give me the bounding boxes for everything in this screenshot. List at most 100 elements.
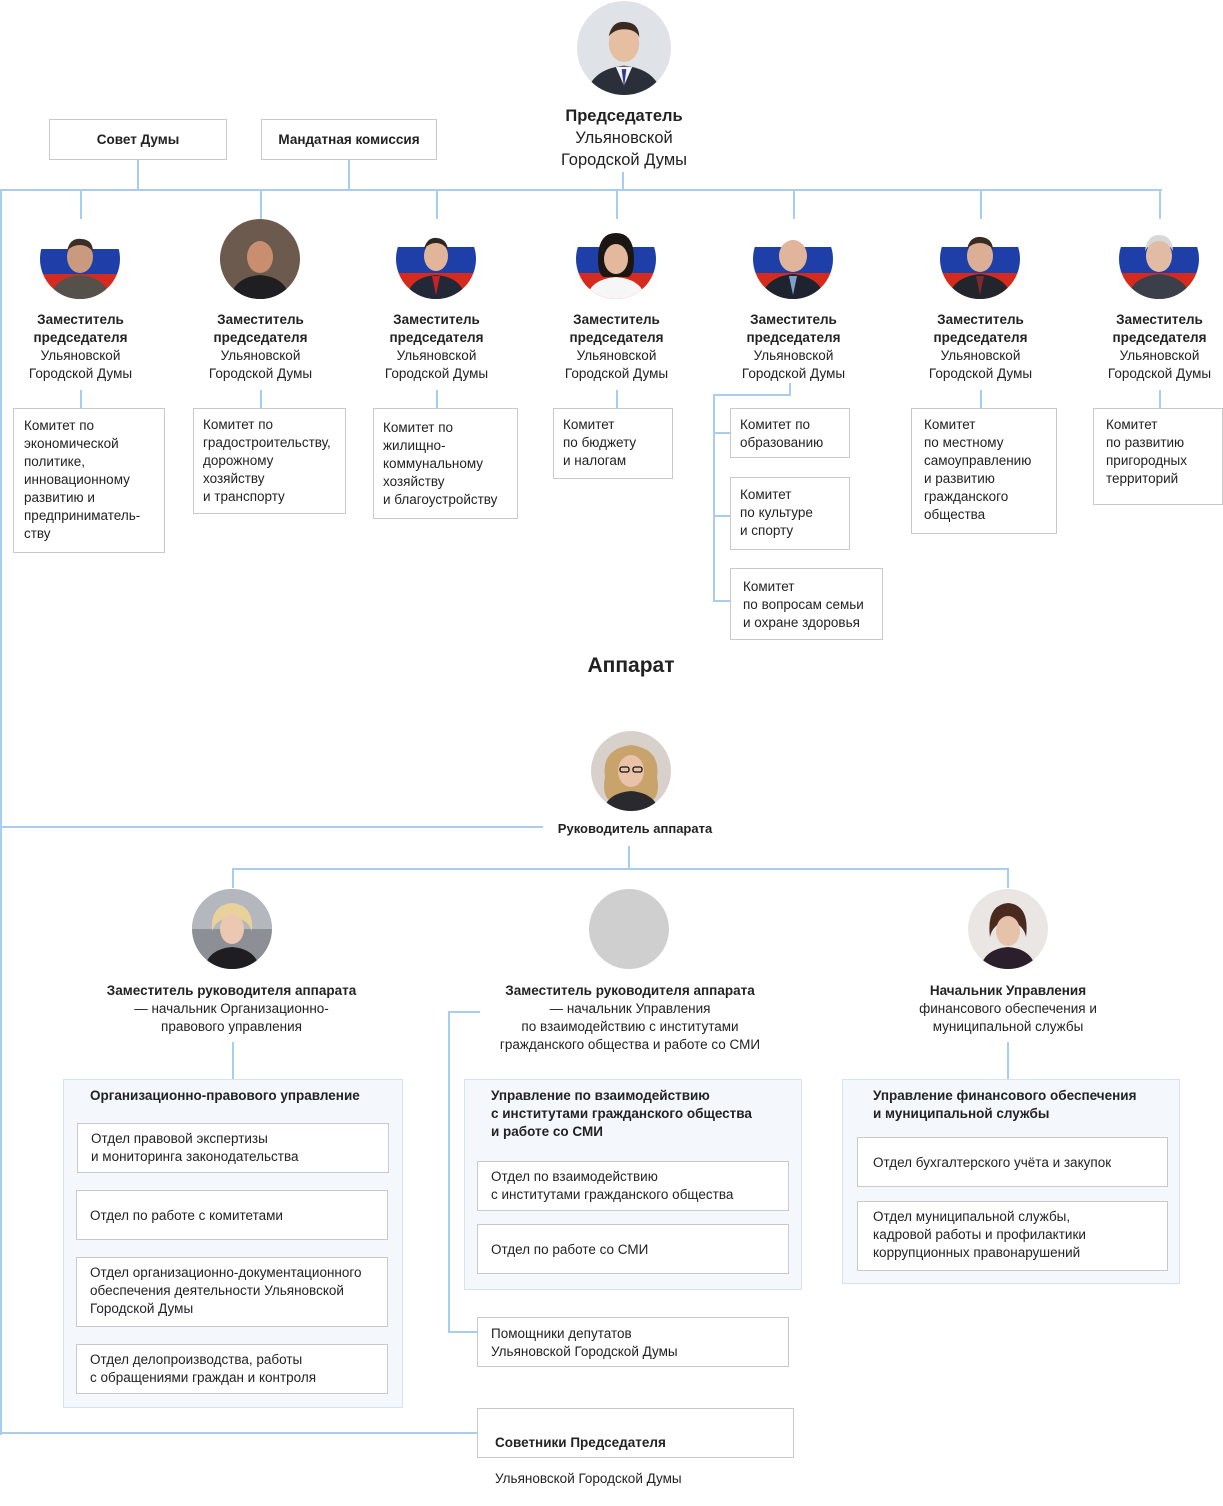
connector-dep5-h: [713, 394, 791, 396]
connector-dep5-b2: [713, 515, 730, 517]
branch-3-subtitle: финансового обеспечения и муниципальной …: [919, 1001, 1097, 1034]
branch-3-title: Начальник Управления: [929, 983, 1087, 998]
deputy-6-photo: [940, 219, 1020, 299]
deputy-3-photo: [396, 219, 476, 299]
connector-branch2-assistants: [448, 1331, 477, 1333]
deputy-3-label: Заместитель председателя Ульяновской Гор…: [366, 311, 507, 383]
deputy-6-subtitle: Ульяновской Городской Думы: [928, 348, 1033, 381]
deputy-4-subtitle: Ульяновской Городской Думы: [564, 348, 669, 381]
deputy-7-photo: [1119, 219, 1199, 299]
dept-documentation[interactable]: Отдел организационно-документационного о…: [76, 1257, 388, 1327]
connector-council: [137, 160, 139, 190]
committee-education[interactable]: Комитет по образованию: [730, 408, 850, 458]
deputy-2-title: Заместитель председателя: [213, 312, 308, 345]
connector-dep2: [260, 189, 262, 219]
committee-suburban[interactable]: Комитет по развитию пригородных территор…: [1093, 408, 1223, 505]
group-legal-title: Организационно-правового управление: [90, 1088, 360, 1103]
advisors-box[interactable]: Советники Председателя Ульяновской Город…: [477, 1408, 794, 1486]
committee-family[interactable]: Комитет по вопросам семьи и охране здоро…: [730, 568, 883, 640]
connector-branch1-group: [232, 1042, 234, 1079]
deputy-2-label: Заместитель председателя Ульяновской Гор…: [190, 311, 331, 383]
deputy-2-subtitle: Ульяновской Городской Думы: [208, 348, 313, 381]
dept-accounting[interactable]: Отдел бухгалтерского учёта и закупок: [857, 1137, 1168, 1187]
connector-dep5-v: [713, 394, 715, 602]
deputy-5-label: Заместитель председателя Ульяновской Гор…: [723, 311, 864, 383]
chairman-label: Председатель Ульяновской Городской Думы: [512, 105, 736, 171]
deputy-6-label: Заместитель председателя Ульяновской Гор…: [910, 311, 1051, 383]
advisors-subtitle: Ульяновской Городской Думы: [495, 1471, 682, 1486]
connector-main-horizontal: [0, 189, 1162, 191]
deputy-1-label: Заместитель председателя Ульяновской Гор…: [10, 311, 151, 383]
connector-chair-down: [622, 172, 624, 190]
branch-2-subtitle: — начальник Управления по взаимодействию…: [499, 1001, 761, 1052]
branch-3-photo: [968, 889, 1048, 969]
dept-civil-society[interactable]: Отдел по взаимодействию с институтами гр…: [477, 1161, 789, 1211]
deputy-4-title: Заместитель председателя: [569, 312, 664, 345]
connector-dep5-down: [789, 383, 791, 395]
deputy-4-label: Заместитель председателя Ульяновской Гор…: [546, 311, 687, 383]
connector-branch2-v: [448, 1011, 450, 1333]
group-civil-title: Управление по взаимодействию с института…: [491, 1088, 752, 1139]
deputy-5-photo: [753, 219, 833, 299]
dept-media[interactable]: Отдел по работе со СМИ: [477, 1224, 789, 1274]
connector-branch3: [1007, 868, 1009, 888]
deputy-3-subtitle: Ульяновской Городской Думы: [384, 348, 489, 381]
committee-local[interactable]: Комитет по местному самоуправлению и раз…: [911, 408, 1057, 534]
connector-dep7: [1159, 189, 1161, 219]
connector-dep4: [616, 189, 618, 219]
connector-dep2-com: [260, 390, 262, 409]
deputy-1-subtitle: Ульяновской Городской Думы: [28, 348, 133, 381]
branch-1-subtitle: — начальник Организационно- правового уп…: [134, 1001, 329, 1034]
deputy-7-label: Заместитель председателя Ульяновской Гор…: [1089, 311, 1223, 383]
dept-legal-expertise[interactable]: Отдел правовой экспертизы и мониторинга …: [77, 1123, 389, 1173]
branch-2-title: Заместитель руководителя аппарата: [505, 983, 755, 998]
group-finance-title: Управление финансового обеспечения и мун…: [873, 1088, 1137, 1121]
connector-dep4-com: [616, 390, 618, 409]
connector-dep3-com: [436, 390, 438, 409]
connector-dep7-com: [1159, 390, 1161, 409]
connector-dep5: [793, 189, 795, 219]
deputy-7-subtitle: Ульяновской Городской Думы: [1107, 348, 1212, 381]
apparatus-head-title: Руководитель аппарата: [557, 821, 713, 836]
assistants-box[interactable]: Помощники депутатов Ульяновской Городско…: [477, 1317, 789, 1367]
connector-head-left: [0, 826, 543, 828]
connector-advisors: [0, 1432, 478, 1434]
mandate-label: Мандатная комиссия: [278, 132, 420, 147]
branch-2-label: Заместитель руководителя аппарата — нача…: [470, 982, 790, 1054]
committee-economic[interactable]: Комитет по экономической политике, иннов…: [13, 408, 165, 553]
connector-dep1-com: [80, 390, 82, 409]
branch-1-photo: [192, 889, 272, 969]
deputy-4-photo: [576, 219, 656, 299]
chairman-photo: [577, 1, 671, 95]
deputy-6-title: Заместитель председателя: [933, 312, 1028, 345]
deputy-2-photo: [220, 219, 300, 299]
chairman-title: Председатель: [565, 107, 683, 125]
deputy-3-title: Заместитель председателя: [389, 312, 484, 345]
connector-dep6: [980, 189, 982, 219]
deputy-1-title: Заместитель председателя: [33, 312, 128, 345]
connector-dep5-b3: [713, 600, 730, 602]
advisors-title: Советники Председателя: [495, 1435, 666, 1450]
deputy-1-photo: [40, 219, 120, 299]
apparatus-heading: Аппарат: [587, 654, 675, 677]
connector-branch3-group: [1007, 1042, 1009, 1079]
dept-municipal-service[interactable]: Отдел муниципальной службы, кадровой раб…: [857, 1201, 1168, 1271]
connector-branch2-h: [448, 1011, 480, 1013]
connector-dep3: [436, 189, 438, 219]
committee-urban[interactable]: Комитет по градостроительству, дорожному…: [193, 408, 346, 514]
connector-left-vertical: [0, 189, 2, 1435]
mandate-box[interactable]: Мандатная комиссия: [261, 119, 437, 160]
connector-dep1: [80, 189, 82, 219]
deputy-5-subtitle: Ульяновской Городской Думы: [741, 348, 846, 381]
committee-budget[interactable]: Комитет по бюджету и налогам: [553, 408, 673, 479]
committee-housing[interactable]: Комитет по жилищно- коммунальному хозяйс…: [373, 408, 518, 519]
council-box[interactable]: Совет Думы: [49, 119, 227, 160]
dept-records[interactable]: Отдел делопроизводства, работы с обращен…: [76, 1344, 388, 1394]
committee-culture[interactable]: Комитет по культуре и спорту: [730, 477, 850, 550]
connector-dep5-b1: [713, 432, 730, 434]
connector-head-down: [628, 846, 630, 869]
chairman-subtitle: Ульяновской Городской Думы: [560, 129, 688, 169]
connector-dep6-com: [980, 390, 982, 409]
dept-committees[interactable]: Отдел по работе с комитетами: [76, 1190, 388, 1240]
branch-2-photo: [589, 889, 669, 969]
